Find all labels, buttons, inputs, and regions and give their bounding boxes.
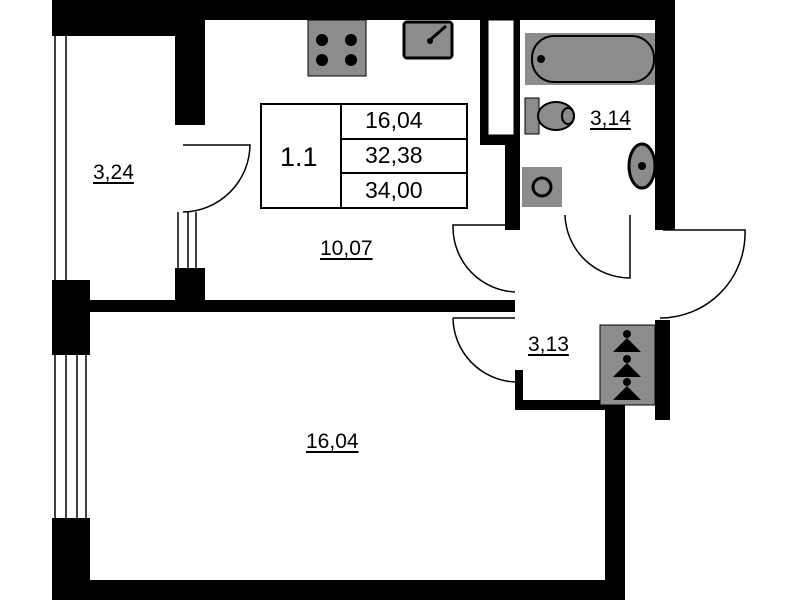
stove-icon xyxy=(307,19,367,77)
balcony-window xyxy=(54,36,67,280)
walls xyxy=(52,0,675,600)
balcony-door xyxy=(182,144,251,213)
washbasin-icon xyxy=(627,142,657,190)
hallway-door xyxy=(659,229,746,319)
area-summary-table xyxy=(260,103,468,209)
fridge-niche xyxy=(487,19,515,136)
doors xyxy=(182,144,746,383)
bathtub-icon xyxy=(525,33,655,85)
kitchen-area-label: 10,07 xyxy=(320,237,373,260)
kitchen-door xyxy=(452,224,516,293)
wardrobe-icon xyxy=(599,324,656,406)
total-area-value: 32,38 xyxy=(365,142,423,168)
bathroom-area-label: 3,14 xyxy=(590,107,631,130)
living-room-door xyxy=(452,317,516,383)
balcony-area-label: 3,24 xyxy=(93,161,134,184)
apartment-number: 1.1 xyxy=(280,142,318,172)
sink-icon xyxy=(402,20,454,60)
toilet-icon xyxy=(524,97,575,135)
hallway-area-label: 3,13 xyxy=(528,333,569,356)
living-room-window xyxy=(54,355,87,518)
living-area-value: 16,04 xyxy=(365,107,423,133)
balcony-door-frame xyxy=(177,212,197,268)
living-room-area-label: 16,04 xyxy=(306,430,359,453)
total-with-balcony-value: 34,00 xyxy=(365,177,423,203)
washing-machine-icon xyxy=(522,167,562,207)
bathroom-door xyxy=(564,214,631,279)
